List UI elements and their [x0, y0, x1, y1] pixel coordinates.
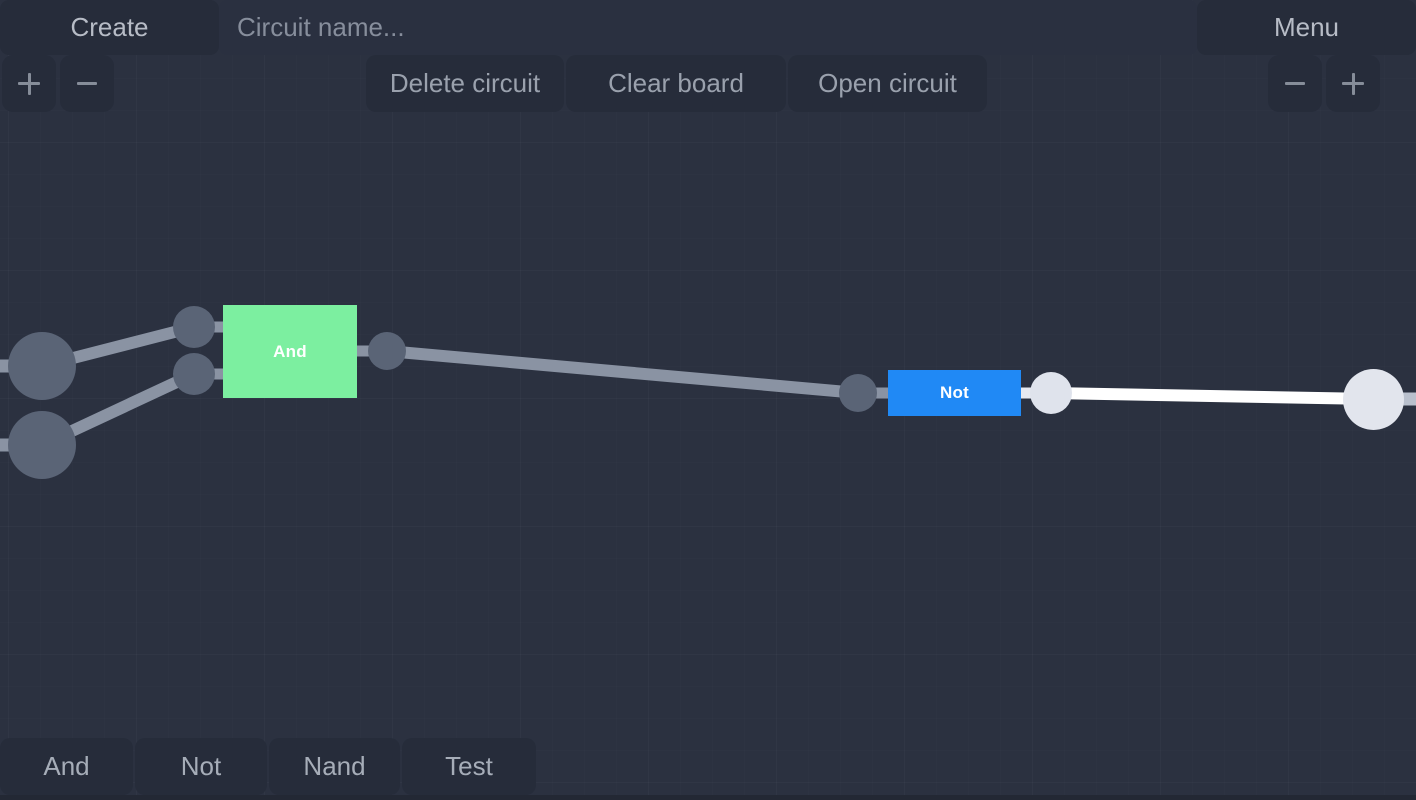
plus-icon [1342, 72, 1364, 95]
zoom-out-right-button[interactable] [1268, 55, 1322, 112]
clear-board-button[interactable]: Clear board [566, 55, 786, 112]
and-input-node-1[interactable] [173, 306, 215, 348]
open-circuit-button[interactable]: Open circuit [788, 55, 987, 112]
not-input-node[interactable] [839, 374, 877, 412]
plus-icon [18, 72, 40, 95]
minus-icon [1284, 73, 1306, 95]
minus-icon [76, 73, 98, 95]
gate-not[interactable]: Not [888, 370, 1021, 416]
palette-item-test[interactable]: Test [402, 738, 536, 795]
palette-item-nand[interactable]: Nand [269, 738, 400, 795]
gate-and[interactable]: And [223, 305, 357, 398]
and-input-node-2[interactable] [173, 353, 215, 395]
not-output-node[interactable] [1030, 372, 1072, 414]
gate-and-label: And [273, 341, 307, 361]
zoom-in-left-button[interactable] [2, 55, 56, 112]
top-toolbar-row-2: Delete circuit Clear board Open circuit [0, 55, 1416, 114]
create-button[interactable]: Create [0, 0, 219, 55]
zoom-in-right-button[interactable] [1326, 55, 1380, 112]
menu-button[interactable]: Menu [1197, 0, 1416, 55]
output-node[interactable] [1343, 369, 1404, 430]
palette-item-not[interactable]: Not [135, 738, 267, 795]
zoom-out-left-button[interactable] [60, 55, 114, 112]
gate-palette-toolbar: And Not Nand Test [0, 738, 1416, 800]
top-toolbar-row-1: Create Menu [0, 0, 1416, 55]
circuit-name-input[interactable] [219, 0, 1197, 55]
bottom-strip-background [0, 795, 1416, 800]
delete-circuit-button[interactable]: Delete circuit [366, 55, 564, 112]
input-node-a[interactable] [8, 332, 76, 400]
input-node-b[interactable] [8, 411, 76, 479]
palette-item-and[interactable]: And [0, 738, 133, 795]
and-output-node[interactable] [368, 332, 406, 370]
gate-not-label: Not [940, 383, 969, 402]
